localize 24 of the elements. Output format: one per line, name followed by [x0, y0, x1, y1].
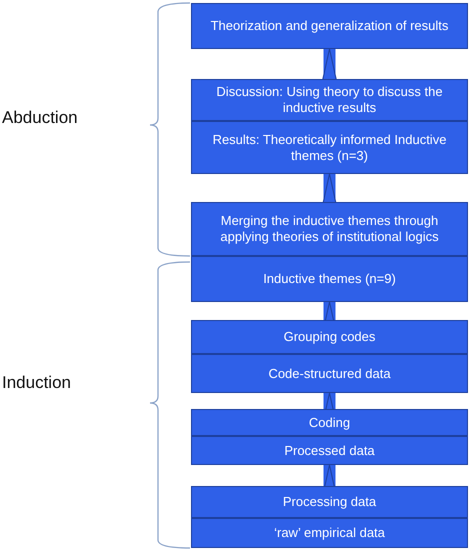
step-text: Inductive themes (n=9) [262, 271, 397, 287]
step-text: Merging the inductive themes through applying theories of institutional logics [219, 213, 440, 245]
step-text: Code-structured data [267, 366, 392, 382]
process-box [191, 320, 468, 354]
step-text: Processing data [282, 494, 378, 510]
process-box [191, 409, 468, 436]
process-box [191, 436, 468, 465]
step-text: Theorization and generalization of results [210, 18, 450, 34]
phase-label: Abduction [2, 108, 78, 128]
process-box [191, 486, 468, 518]
step-text: Coding [308, 414, 352, 430]
process-box [191, 256, 468, 302]
process-box [191, 202, 468, 256]
step-text: Processed data [283, 442, 376, 458]
step-text: Discussion: Using theory to discuss the inductive results [215, 84, 444, 116]
process-box [191, 121, 468, 174]
step-text: Results: Theoretically informed Inductive themes (n=3) [212, 132, 448, 164]
phase-label: Induction [2, 373, 71, 393]
step-text: Grouping codes [282, 329, 376, 345]
process-box [191, 518, 468, 548]
process-box [191, 79, 468, 121]
step-text: ‘raw’ empirical data [273, 525, 386, 541]
process-box [191, 354, 468, 393]
process-box [191, 3, 468, 49]
